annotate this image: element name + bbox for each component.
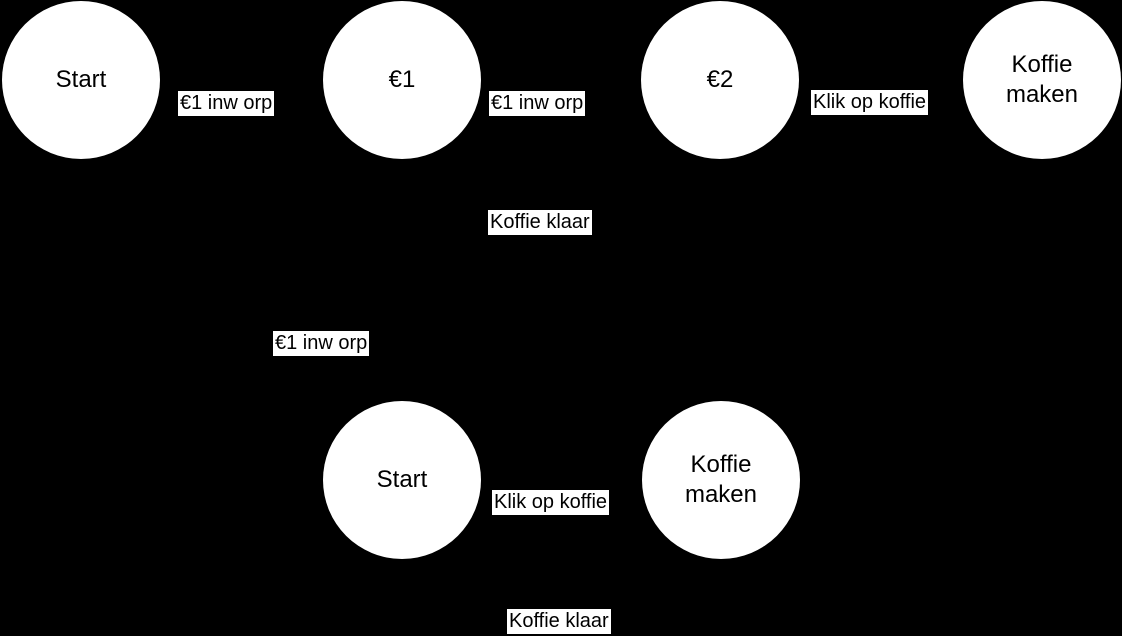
- state-label: €2: [706, 66, 734, 93]
- state-node-start-top: Start: [2, 1, 160, 159]
- transition-label-klik-op-koffie-bottom: Klik op koffie: [492, 490, 610, 515]
- transition-label-klik-op-koffie-top: Klik op koffie: [811, 90, 929, 115]
- transition-label-eur1-inworp-3: €1 inw orp: [273, 331, 370, 356]
- state-label: €1: [388, 66, 416, 93]
- state-node-start-bottom: Start: [323, 401, 481, 559]
- transition-label-eur1-inworp-1: €1 inw orp: [178, 91, 275, 116]
- state-label: Koffie maken: [684, 451, 758, 508]
- state-label: Start: [55, 66, 107, 93]
- transition-label-koffie-klaar-mid: Koffie klaar: [488, 210, 592, 235]
- state-label: Start: [376, 466, 428, 493]
- state-node-koffie-maken-bottom: Koffie maken: [642, 401, 800, 559]
- transition-label-koffie-klaar-bottom: Koffie klaar: [507, 609, 611, 634]
- state-node-eur2: €2: [641, 1, 799, 159]
- transition-label-eur1-inworp-2: €1 inw orp: [489, 91, 586, 116]
- state-label: Koffie maken: [1005, 51, 1079, 108]
- state-node-eur1: €1: [323, 1, 481, 159]
- state-node-koffie-maken-top: Koffie maken: [963, 1, 1121, 159]
